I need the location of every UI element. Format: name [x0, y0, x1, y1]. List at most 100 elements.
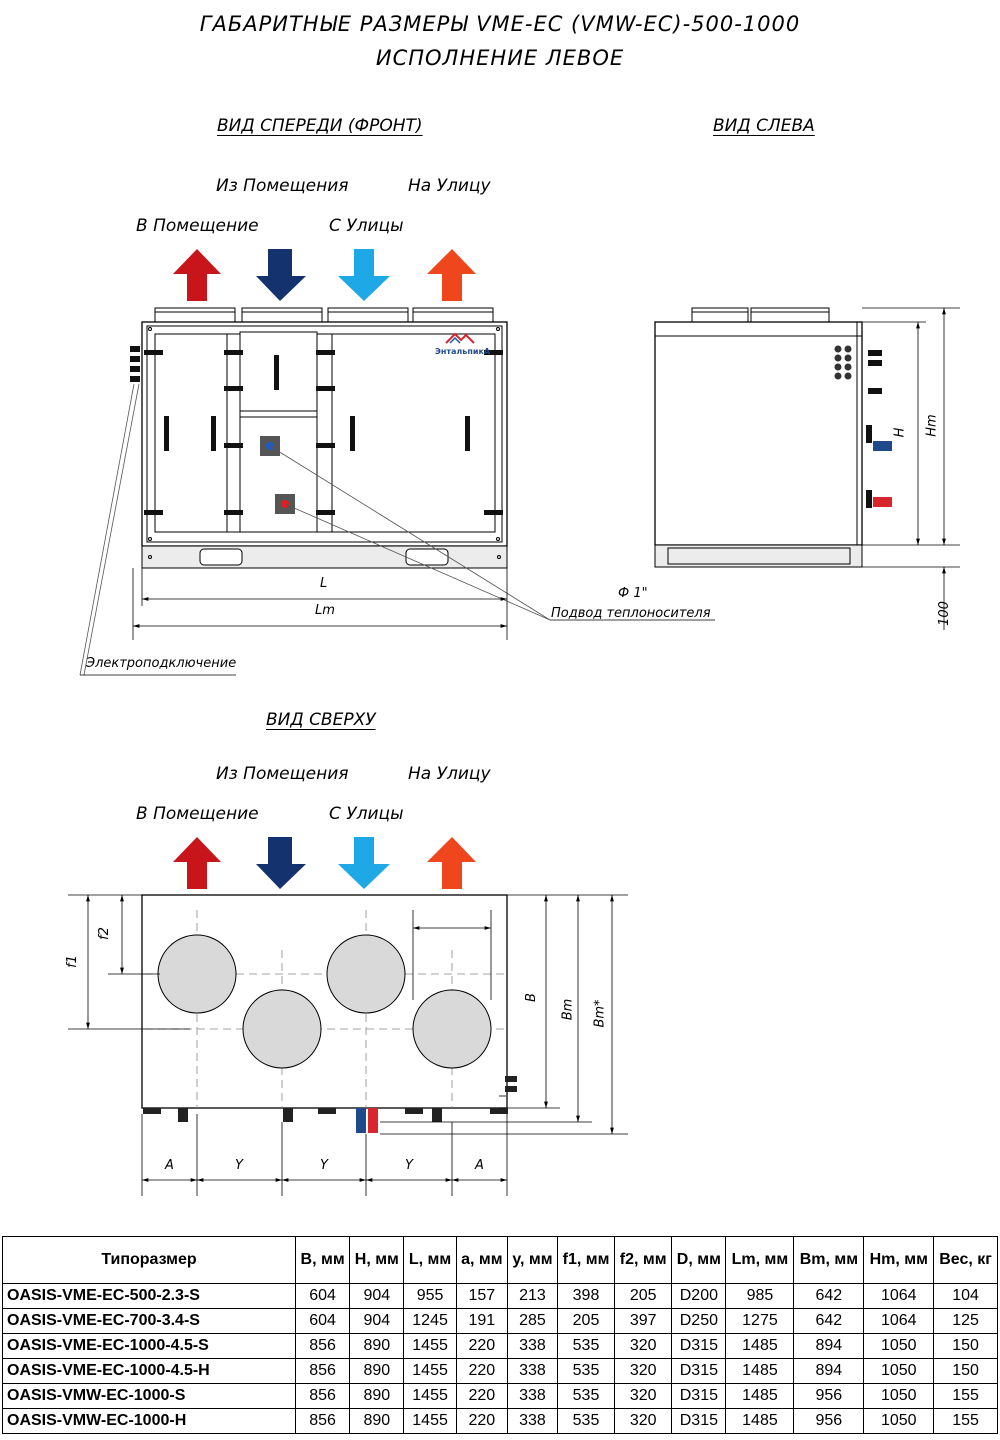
- table-cell: 213: [506, 1283, 558, 1309]
- table-cell: 1050: [863, 1383, 935, 1409]
- table-cell: 191: [455, 1308, 508, 1334]
- top-view-title: ВИД СВЕРХУ: [266, 710, 376, 730]
- heat-supply-label: Подвод теплоносителя: [551, 606, 711, 621]
- table-cell: 890: [349, 1408, 405, 1434]
- left-dimensions: [862, 307, 960, 630]
- table-cell: 338: [506, 1408, 558, 1434]
- front-view-title: ВИД СПЕРЕДИ (ФРОНТ): [217, 116, 423, 136]
- col-header-l: L, мм: [403, 1236, 457, 1284]
- table-cell-model: OASIS-VME-EC-500-2.3-S: [2, 1283, 296, 1309]
- col-header-lm: Lm, мм: [725, 1236, 795, 1284]
- dim-Y3-label: Y: [405, 1158, 413, 1173]
- table-cell: 535: [556, 1383, 616, 1409]
- table-cell: 155: [933, 1383, 998, 1409]
- table-cell: D250: [671, 1308, 727, 1334]
- dim-A-right-label: A: [475, 1158, 484, 1173]
- table-cell-model: OASIS-VMW-EC-1000-H: [2, 1408, 296, 1434]
- left-view-unit: [654, 307, 863, 568]
- table-cell: 205: [614, 1283, 673, 1309]
- table-header-row: Типоразмер B, мм H, мм L, мм a, мм y, мм…: [2, 1236, 998, 1284]
- phi-label: Ф 1": [618, 586, 648, 601]
- table-cell: 1455: [403, 1358, 457, 1384]
- table-cell: D200: [671, 1283, 727, 1309]
- table-cell: 535: [556, 1408, 616, 1434]
- arrow-down-from-street: [338, 249, 390, 301]
- table-cell: 220: [455, 1383, 508, 1409]
- top-flow-to-room: В Помещение: [136, 804, 259, 824]
- table-cell: 1064: [863, 1283, 935, 1309]
- front-dimensions: [132, 568, 508, 640]
- table-cell-model: OASIS-VME-EC-1000-4.5-S: [2, 1333, 296, 1359]
- technical-drawing: ЭнтальпикА: [68, 249, 960, 1196]
- table-cell: 894: [793, 1333, 865, 1359]
- spec-table: Типоразмер B, мм H, мм L, мм a, мм y, мм…: [2, 1236, 998, 1434]
- duct-to-room: [157, 934, 237, 1014]
- table-cell: 890: [349, 1358, 405, 1384]
- table-cell: 894: [793, 1358, 865, 1384]
- col-header-a: a, мм: [455, 1236, 508, 1284]
- table-cell: 285: [506, 1308, 558, 1334]
- col-header-weight: Вес, кг: [933, 1236, 998, 1284]
- table-cell: 398: [556, 1283, 616, 1309]
- front-arrows: [173, 249, 476, 301]
- table-cell: 856: [294, 1383, 351, 1409]
- table-cell: 956: [793, 1383, 865, 1409]
- arrow-up-to-room: [173, 249, 221, 301]
- top-flow-to-street: На Улицу: [408, 764, 491, 784]
- table-cell: 1485: [725, 1358, 795, 1384]
- table-cell: 904: [349, 1308, 405, 1334]
- table-cell: 320: [614, 1333, 673, 1359]
- table-cell-model: OASIS-VME-EC-1000-4.5-H: [2, 1358, 296, 1384]
- logo-text: ЭнтальпикА: [435, 347, 491, 356]
- table-cell: 535: [556, 1333, 616, 1359]
- front-flow-from-room: Из Помещения: [216, 176, 349, 196]
- top-dimensions: [68, 894, 628, 1196]
- dim-Y1-label: Y: [235, 1158, 243, 1173]
- page-title-line2: ИСПОЛНЕНИЕ ЛЕВОЕ: [375, 46, 625, 70]
- left-view-connectors: [834, 345, 892, 508]
- dim-Y2-label: Y: [320, 1158, 328, 1173]
- table-cell: 220: [455, 1408, 508, 1434]
- col-header-d: D, мм: [671, 1236, 727, 1284]
- table-cell: 604: [294, 1283, 351, 1309]
- table-cell: 955: [403, 1283, 457, 1309]
- duct-from-street: [326, 934, 406, 1014]
- top-arrow-down-from-street: [338, 837, 390, 889]
- table-cell: 1275: [725, 1308, 795, 1334]
- table-cell: 535: [556, 1358, 616, 1384]
- table-cell: 157: [455, 1283, 508, 1309]
- table-cell: 338: [506, 1383, 558, 1409]
- table-cell: 320: [614, 1383, 673, 1409]
- arrow-up-to-street: [427, 249, 476, 301]
- table-cell: 1050: [863, 1358, 935, 1384]
- col-header-hm: Hm, мм: [863, 1236, 935, 1284]
- table-cell: D315: [671, 1358, 727, 1384]
- table-cell: 1455: [403, 1408, 457, 1434]
- front-flow-to-room: В Помещение: [136, 216, 259, 236]
- table-cell: 150: [933, 1358, 998, 1384]
- table-cell: 956: [793, 1408, 865, 1434]
- table-cell: 125: [933, 1308, 998, 1334]
- table-cell: 1455: [403, 1333, 457, 1359]
- table-cell: 604: [294, 1308, 351, 1334]
- table-cell: 890: [349, 1333, 405, 1359]
- front-flow-to-street: На Улицу: [408, 176, 491, 196]
- top-arrow-up-to-room: [173, 837, 221, 889]
- table-cell: 856: [294, 1408, 351, 1434]
- table-cell-model: OASIS-VME-EC-700-3.4-S: [2, 1308, 296, 1334]
- dim-L-label: L: [320, 576, 328, 591]
- top-arrow-up-to-street: [427, 837, 476, 889]
- top-view-unit: [141, 894, 517, 1133]
- table-cell: 1485: [725, 1333, 795, 1359]
- table-cell: D315: [671, 1383, 727, 1409]
- table-cell: 856: [294, 1333, 351, 1359]
- front-flow-from-street: С Улицы: [329, 216, 404, 236]
- col-header-f1: f1, мм: [556, 1236, 616, 1284]
- dim-Lm-label: Lm: [315, 603, 335, 618]
- table-cell: 155: [933, 1408, 998, 1434]
- table-cell: 1064: [863, 1308, 935, 1334]
